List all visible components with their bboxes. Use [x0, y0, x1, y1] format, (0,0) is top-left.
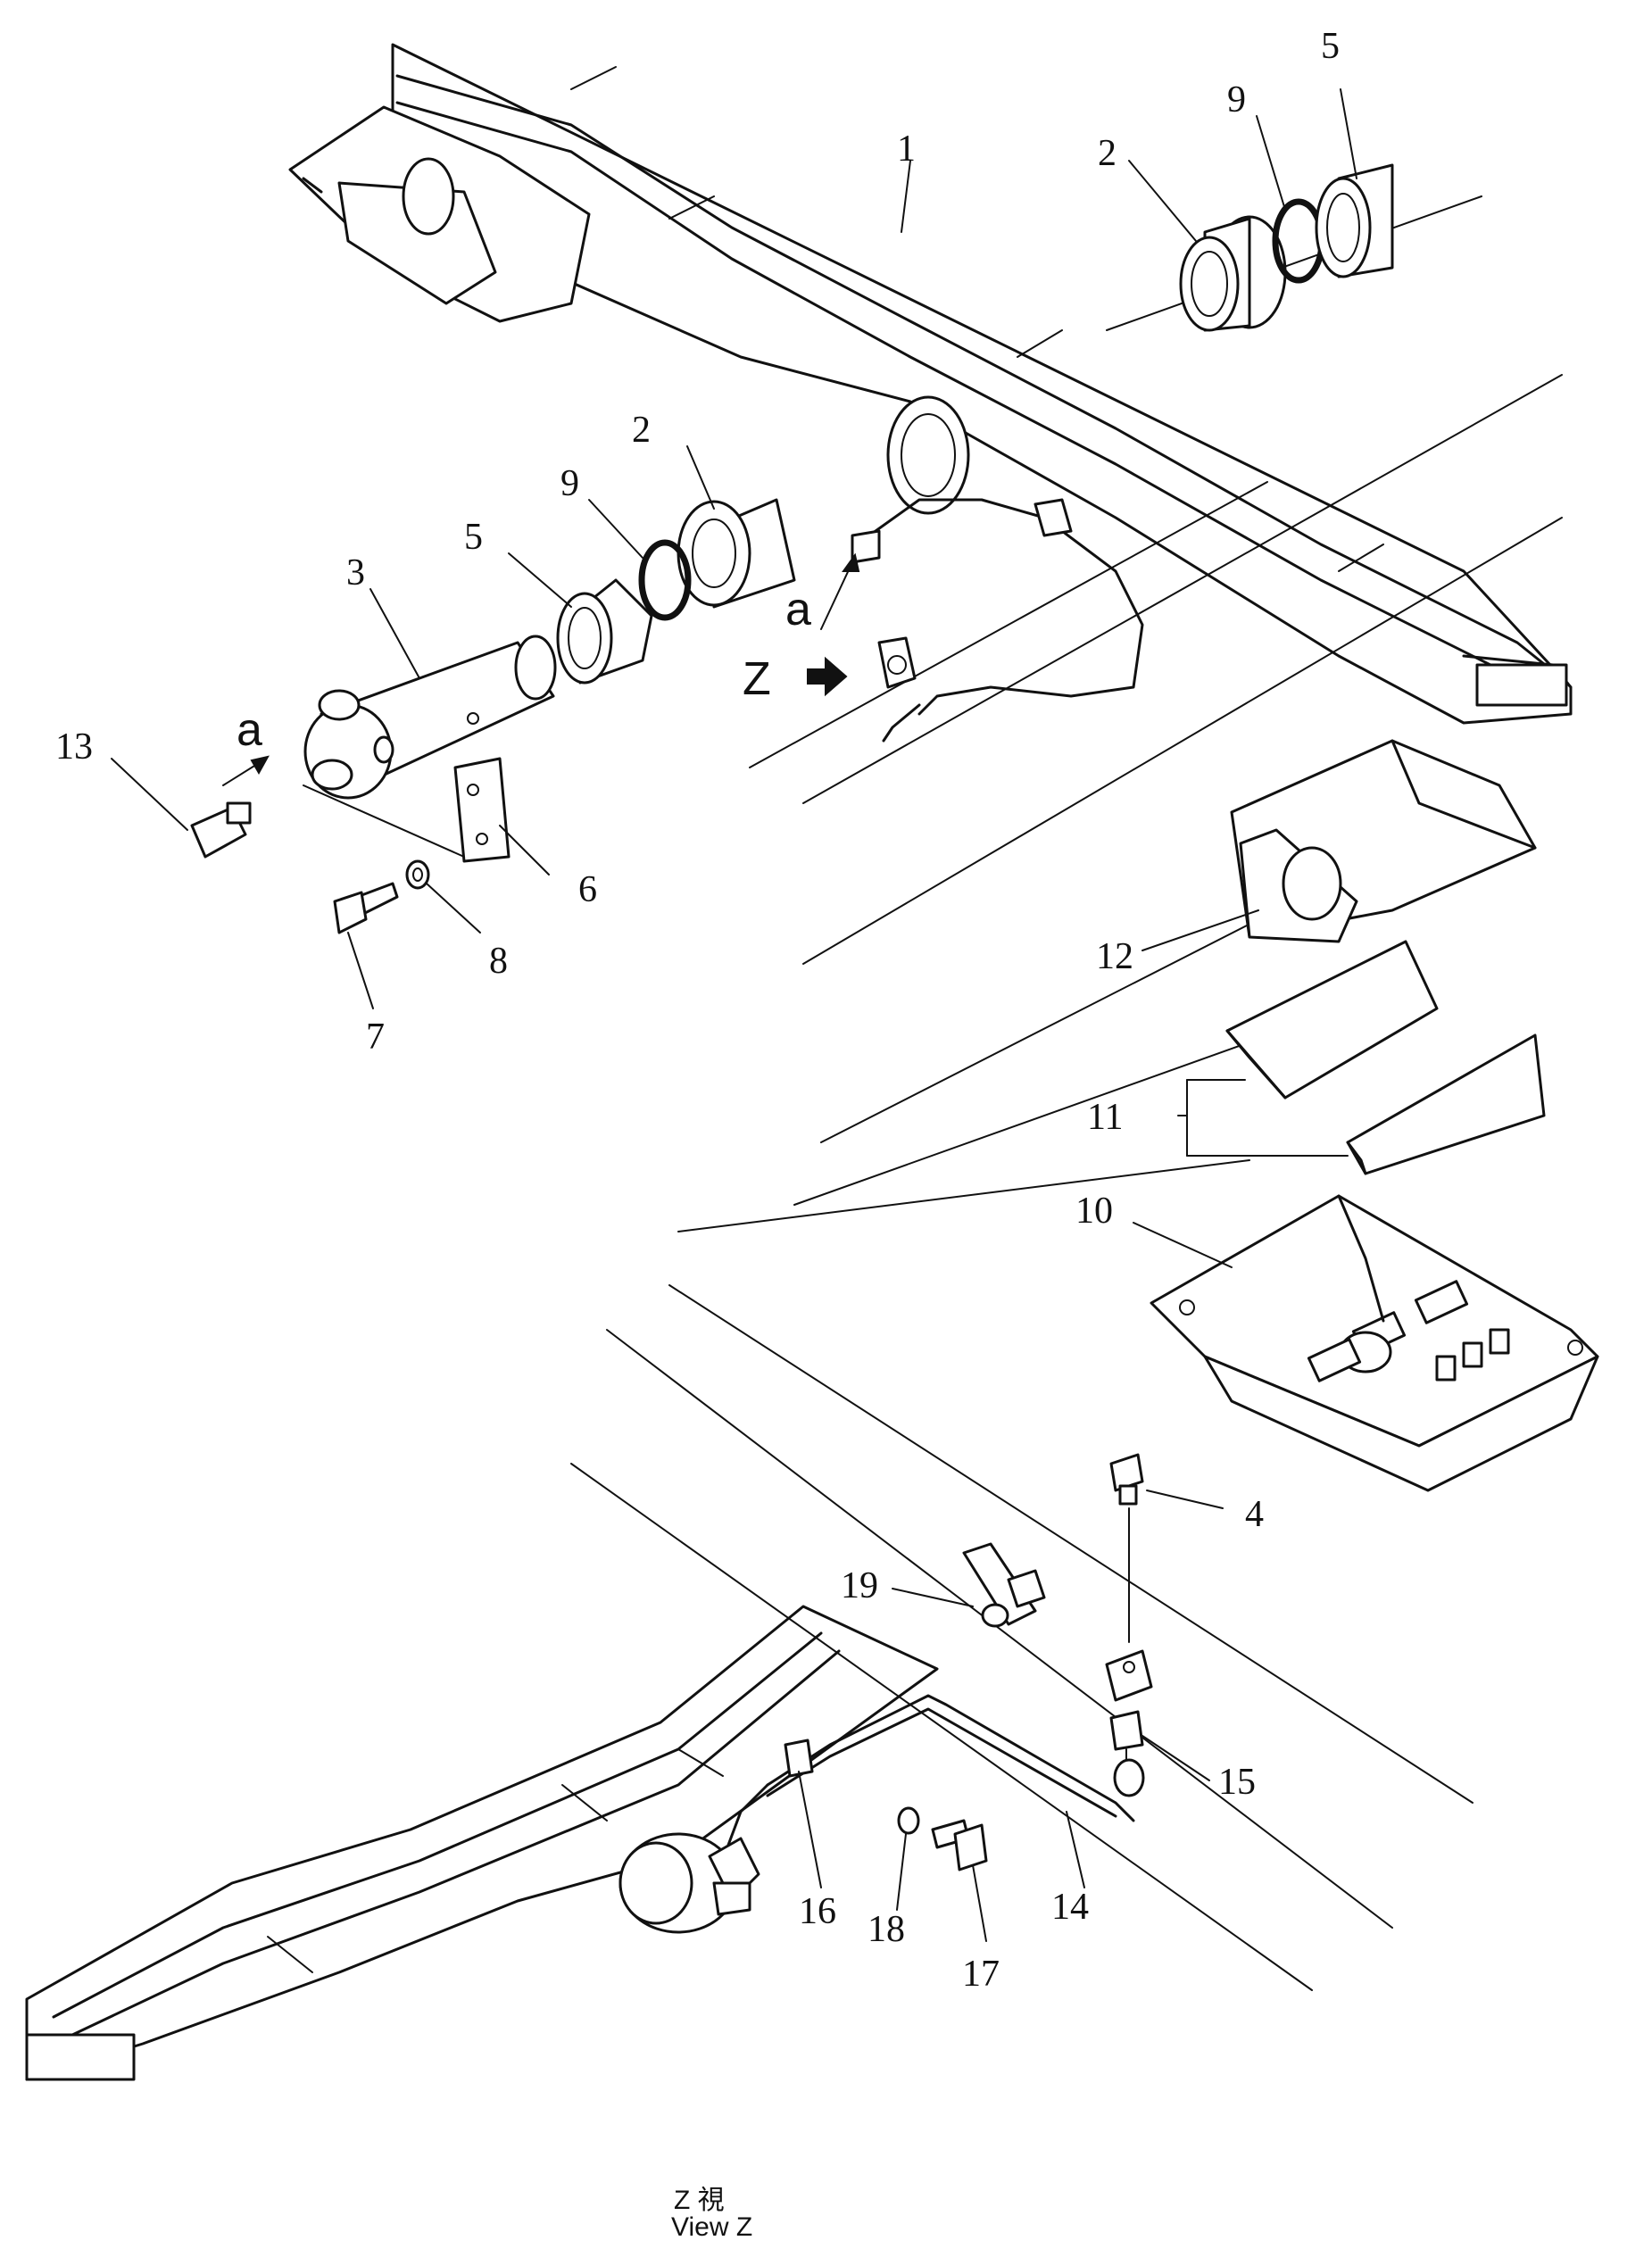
callout-9-lower: 9	[560, 463, 579, 504]
seal-5-upper	[1315, 163, 1394, 278]
plate-6	[453, 757, 511, 863]
adapter-block	[1105, 1649, 1153, 1702]
bushing-2-lower	[677, 498, 796, 609]
grease-fitting-13	[190, 801, 252, 859]
seal-5-lower	[556, 578, 653, 685]
callout-labels: 1 2 9 5 2 9 5 3 13 6 8 7 12 11 10 4 19 1…	[55, 26, 1340, 2242]
marker-z: Z	[743, 653, 771, 705]
callout-7: 7	[366, 1017, 385, 1058]
o-ring-9-lower	[638, 539, 692, 621]
bore-seal-ring	[886, 395, 970, 515]
clip-19	[962, 1542, 1046, 1628]
callout-2-upper: 2	[1098, 133, 1117, 174]
callout-19: 19	[841, 1565, 878, 1606]
callout-18: 18	[868, 1909, 905, 1950]
equalizer-bar-lower	[25, 1605, 939, 2081]
callout-11: 11	[1087, 1097, 1123, 1138]
callout-6: 6	[578, 869, 597, 910]
pin-3	[303, 635, 557, 800]
liner-11	[1225, 940, 1546, 1175]
callout-17: 17	[962, 1954, 1000, 1995]
union-15	[1109, 1710, 1144, 1764]
washer-18	[897, 1806, 920, 1835]
caption-view-z-jp: Z 視	[674, 2186, 725, 2215]
bracket-10	[1150, 1194, 1599, 1492]
callout-15: 15	[1218, 1762, 1256, 1803]
callout-2-lower: 2	[632, 410, 651, 451]
clip-16	[784, 1739, 814, 1778]
grease-hose-upper	[851, 498, 1144, 743]
bushing-2-upper	[1179, 215, 1287, 332]
caption-view-z: View Z	[671, 2212, 752, 2242]
marker-a-left: a	[237, 704, 262, 756]
elbow-fitting	[708, 1837, 760, 1916]
o-ring-9-upper	[1272, 198, 1325, 284]
callout-14: 14	[1051, 1887, 1089, 1928]
callout-9-upper: 9	[1227, 79, 1246, 120]
callout-3: 3	[346, 552, 365, 593]
washer-8	[405, 859, 430, 890]
callout-1: 1	[897, 129, 916, 170]
cap-12	[1230, 739, 1537, 943]
callout-16: 16	[799, 1891, 836, 1932]
bolt-17	[931, 1819, 988, 1871]
equalizer-bar-upper	[288, 43, 1573, 725]
callout-13: 13	[55, 726, 93, 768]
callout-5-lower: 5	[464, 517, 483, 558]
callout-4: 4	[1245, 1494, 1264, 1535]
bolt-7	[333, 882, 399, 934]
guide-lines	[303, 195, 1563, 1991]
marker-a-right: a	[785, 584, 811, 635]
grease-fitting-4	[1109, 1453, 1144, 1643]
leader-lines	[111, 88, 1357, 1942]
callout-8: 8	[489, 941, 508, 982]
callout-5-upper: 5	[1321, 26, 1340, 67]
callout-10: 10	[1075, 1191, 1113, 1232]
view-z-arrow	[807, 656, 848, 697]
callout-12: 12	[1096, 936, 1133, 977]
